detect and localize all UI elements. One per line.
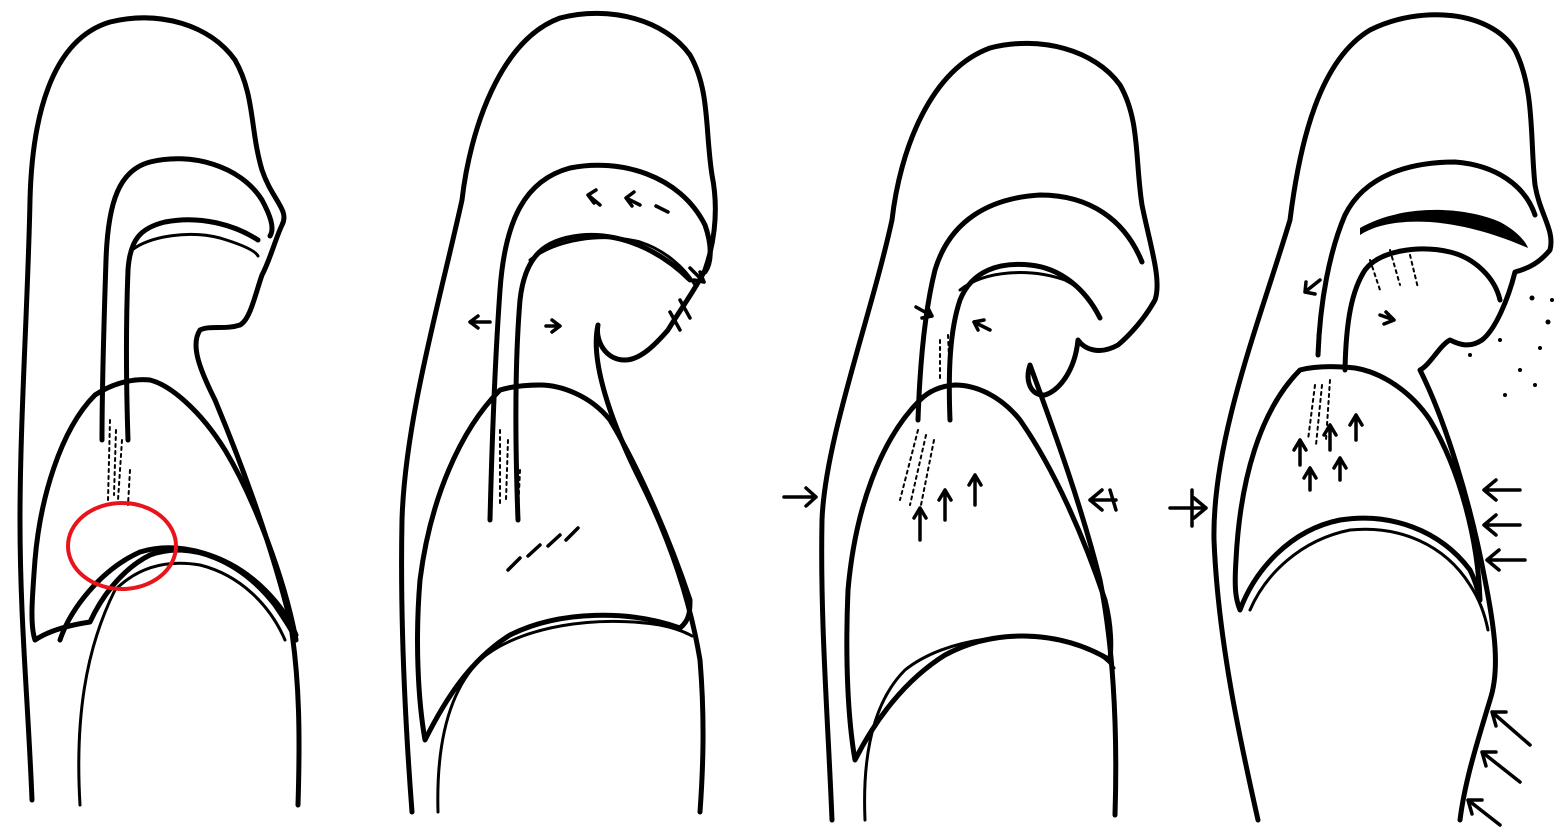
panel-1-body-outline [20,18,299,805]
panel-2-thorax [418,385,690,740]
panel-4-pharynx-back [1345,249,1500,370]
panel-3-body-outline [822,43,1157,820]
panel-3-palate [960,273,1100,318]
panel-1-diaphragm-inner [79,563,285,805]
panel-3-thorax [847,385,1111,760]
panel-3 [784,43,1157,820]
panel-2-diaphragm [438,621,692,812]
panel-4-palate-band [1360,210,1528,248]
panel-4-exhale-dots [1468,296,1554,398]
panel-2 [402,13,716,812]
panel-1-palate [132,234,258,256]
panel-4 [1170,15,1554,825]
panel-1 [20,18,299,805]
panel-3-trachea-texture [900,335,950,510]
panel-4-body-outline [1214,15,1551,820]
panel-1-thorax [32,380,296,640]
panel-4-pharynx-front [1318,162,1535,355]
panel-2-body-outline [402,13,716,812]
panel-1-diaphragm [60,548,296,640]
panel-3-diaphragm [865,637,1114,820]
